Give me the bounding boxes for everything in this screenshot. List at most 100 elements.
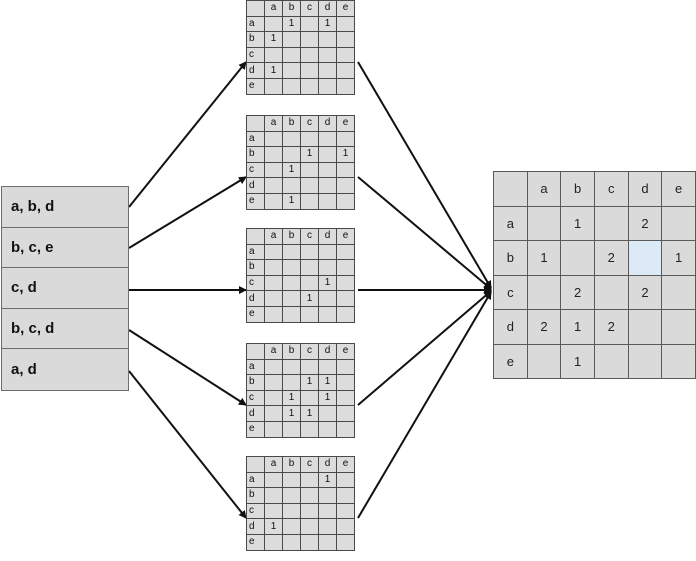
matrix-cell [264,389,283,407]
matrix-corner-cell [246,343,265,360]
matrix-cell [264,177,283,194]
matrix-row-header: a [246,358,265,376]
matrix-cell [282,290,301,307]
transaction-item: c, d [2,268,128,309]
matrix-column-header: d [318,115,337,132]
matrix-cell: 2 [593,309,629,345]
matrix-cell: 1 [300,405,319,422]
matrix-cell [336,389,355,407]
matrix-cell: 1 [336,146,355,163]
arrow-tx1-matrix1 [128,61,247,208]
matrix-column-header: d [318,456,337,473]
matrix-cell [318,290,337,307]
matrix-cell [282,62,301,79]
matrix-cell [282,177,301,194]
matrix-cell [318,130,337,148]
matrix-row-header: a [246,130,265,148]
matrix-cell [264,405,283,422]
matrix-cell [318,533,337,551]
matrix-row-header: e [246,420,265,438]
matrix-row: e [246,533,355,551]
matrix-column-header: b [282,343,301,360]
matrix-row-header: e [246,533,265,551]
matrix-cell [282,274,301,292]
matrix-cell: 2 [560,274,595,310]
matrix-cell: 1 [318,274,337,292]
matrix-cell [336,130,355,148]
transaction-item: b, c, d [2,308,128,350]
matrix-cell [300,192,319,210]
matrix-column-header: c [300,456,319,473]
matrix-cell [300,31,319,48]
matrix-cell [336,502,355,520]
matrix-cell [627,309,663,345]
matrix-cell [264,15,283,33]
matrix-cell [318,243,337,261]
matrix-column-header: c [300,115,319,132]
matrix-cell: 1 [282,192,301,210]
matrix-cell [264,487,283,504]
matrix-column-header: c [300,228,319,245]
matrix-row-header: b [246,487,265,504]
matrix-cell [336,358,355,376]
matrix-row-header: b [493,240,528,276]
matrix-cell: 1 [661,240,696,276]
matrix-cell: 1 [300,290,319,307]
matrix-cell [336,15,355,33]
matrix-cell [526,343,562,379]
matrix-row-header: b [246,31,265,48]
matrix-row: a [246,243,355,261]
matrix-row-header: d [246,177,265,194]
matrix-cell [661,309,696,345]
matrix-column-header: e [336,0,355,17]
matrix-column-header: a [264,343,283,360]
matrix-row-header: c [246,161,265,179]
matrix-cell [336,374,355,391]
matrix-cell [300,259,319,276]
matrix-cell: 1 [526,240,562,276]
matrix-cell [300,161,319,179]
matrix-cell: 2 [526,309,562,345]
matrix-row-header: a [493,205,528,241]
matrix-cell: 1 [318,15,337,33]
matrix-cell [264,290,283,307]
matrix-column-header: a [264,0,283,17]
matrix-column-header: c [593,171,629,207]
matrix-cell [264,77,283,95]
matrix-cell [318,31,337,48]
matrix-cell: 1 [560,343,595,379]
matrix-cell [593,205,629,241]
matrix-cell [264,471,283,489]
matrix-cell: 1 [282,389,301,407]
matrix-row: a [246,130,355,148]
matrix-cell: 1 [560,205,595,241]
arrow-matrix2-result [357,176,492,290]
arrow-matrix4-result [357,290,492,406]
matrix-cell [318,358,337,376]
matrix-cell [264,46,283,64]
matrix-column-header: c [300,343,319,360]
matrix-cell [264,146,283,163]
matrix-cell [526,274,562,310]
matrix-cell [300,487,319,504]
matrix-cell [264,192,283,210]
arrow-matrix5-result [357,291,492,519]
matrix-cell [318,146,337,163]
matrix-corner-cell [246,456,265,473]
matrix-cell [627,343,663,379]
matrix-column-header: a [264,115,283,132]
transaction-item: a, d [2,349,128,390]
matrix-cell [318,177,337,194]
